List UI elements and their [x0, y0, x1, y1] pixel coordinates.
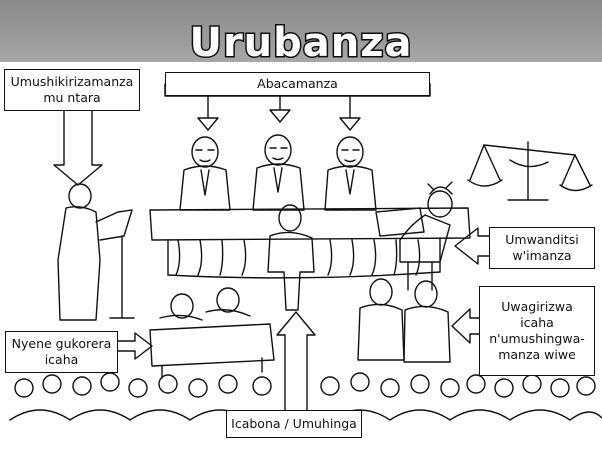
prosecutor-arrow: [54, 110, 102, 185]
defendant-arrow: [452, 309, 479, 343]
prosecutor-figure: [58, 184, 134, 320]
prosecutor-label: Umushikirizamanza mu ntara: [4, 69, 140, 111]
judge-left: [180, 137, 230, 210]
defendant-label: Uwagirizwa icaha n'umushingwa- manza wiw…: [479, 286, 595, 376]
witness-label: Icabona / Umuhinga: [226, 410, 362, 438]
plaintiff-arrow: [118, 333, 152, 359]
witness-figure: [268, 205, 314, 310]
clerk-label: Umwanditsi w'imanza: [489, 227, 595, 269]
plaintiff-label: Nyene gukorera icaha: [5, 331, 118, 373]
judge-center: [253, 135, 304, 210]
scales-icon: [468, 142, 592, 200]
witness-arrow: [277, 312, 315, 410]
clerk-arrow: [455, 228, 489, 264]
plaintiff-group: [150, 288, 274, 378]
judge-right: [325, 137, 376, 210]
judges-label: Abacamanza: [165, 72, 430, 96]
defendant-group: [358, 279, 450, 362]
